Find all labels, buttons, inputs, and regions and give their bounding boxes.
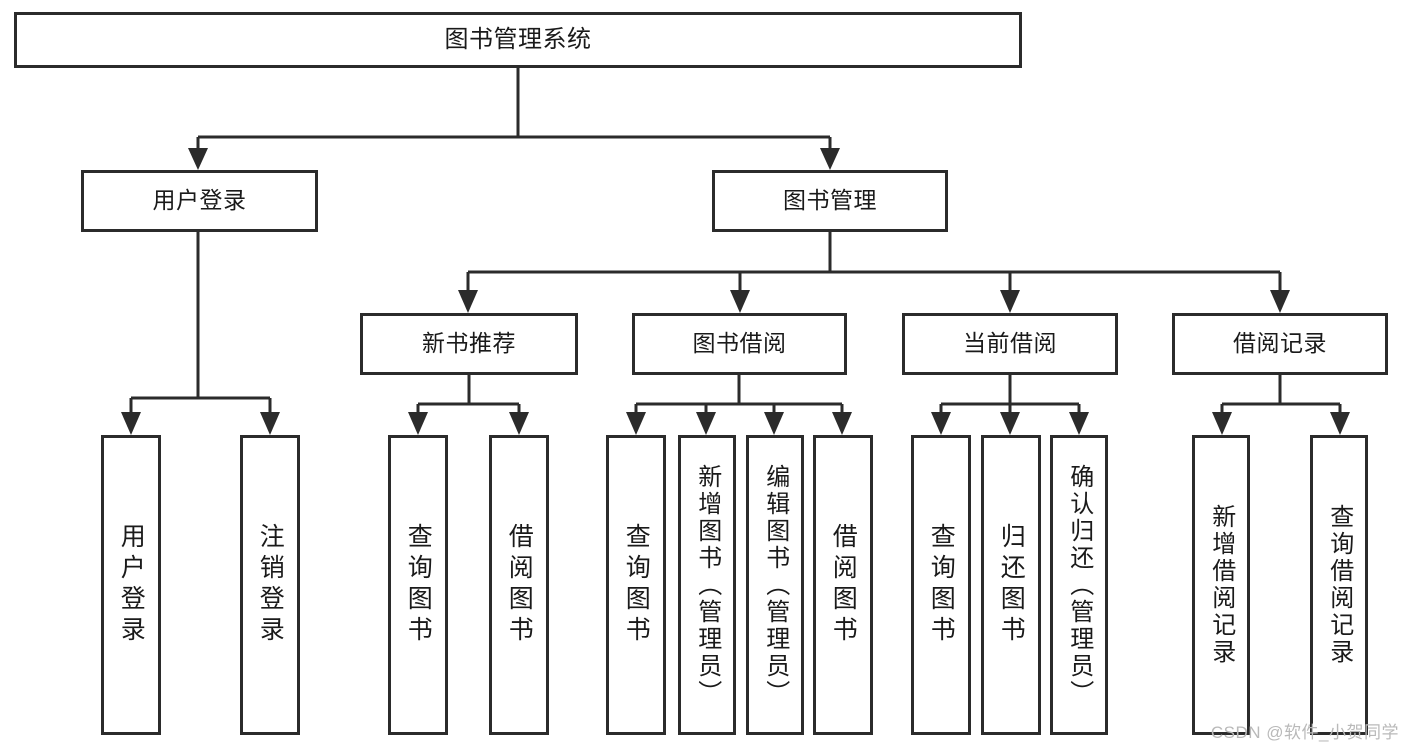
node-label: 新书推荐: [422, 330, 516, 357]
node-图书借阅[interactable]: 图书借阅: [632, 313, 847, 375]
node-label: 图书借阅: [692, 330, 787, 357]
leaf-查询图书-图书借阅[interactable]: 查询图书: [606, 435, 666, 735]
node-label: 当前借阅: [963, 330, 1057, 357]
node-用户登录[interactable]: 用户登录: [81, 170, 318, 232]
csdn-watermark: CSDN @软件_小贺同学: [1210, 723, 1399, 742]
node-label: 图书管理系统: [444, 25, 592, 53]
node-label: 借阅记录: [1233, 330, 1327, 357]
node-当前借阅[interactable]: 当前借阅: [902, 313, 1118, 375]
node-label: 归还图书: [997, 523, 1026, 647]
node-新书推荐[interactable]: 新书推荐: [360, 313, 578, 375]
leaf-编辑图书-管理员[interactable]: 编辑图书（管理员）: [746, 435, 804, 735]
node-label: 借阅图书: [829, 523, 858, 647]
node-图书管理[interactable]: 图书管理: [712, 170, 948, 232]
node-label: 确认归还（管理员）: [1065, 463, 1093, 707]
node-label: 图书管理: [783, 187, 877, 214]
node-root-图书管理系统[interactable]: 图书管理系统: [14, 12, 1022, 68]
leaf-用户登录[interactable]: 用户登录: [101, 435, 161, 735]
leaf-确认归还-管理员[interactable]: 确认归还（管理员）: [1050, 435, 1108, 735]
leaf-归还图书[interactable]: 归还图书: [981, 435, 1041, 735]
node-label: 借阅图书: [505, 523, 534, 647]
node-label: 用户登录: [117, 523, 146, 647]
node-label: 用户登录: [152, 187, 247, 214]
leaf-借阅图书-新书推荐[interactable]: 借阅图书: [489, 435, 549, 735]
leaf-新增图书-管理员[interactable]: 新增图书（管理员）: [678, 435, 736, 735]
leaf-查询借阅记录[interactable]: 查询借阅记录: [1310, 435, 1368, 735]
node-label: 新增图书（管理员）: [693, 463, 721, 707]
leaf-新增借阅记录[interactable]: 新增借阅记录: [1192, 435, 1250, 735]
node-label: 注销登录: [256, 523, 285, 647]
leaf-注销登录[interactable]: 注销登录: [240, 435, 300, 735]
node-label: 查询图书: [622, 523, 651, 647]
node-label: 查询图书: [404, 523, 433, 647]
node-label: 新增借阅记录: [1207, 504, 1235, 666]
node-借阅记录[interactable]: 借阅记录: [1172, 313, 1388, 375]
node-label: 查询图书: [927, 523, 956, 647]
leaf-查询图书-新书推荐[interactable]: 查询图书: [388, 435, 448, 735]
node-label: 编辑图书（管理员）: [761, 463, 789, 707]
leaf-查询图书-当前借阅[interactable]: 查询图书: [911, 435, 971, 735]
node-label: 查询借阅记录: [1325, 504, 1353, 666]
leaf-借阅图书-图书借阅[interactable]: 借阅图书: [813, 435, 873, 735]
